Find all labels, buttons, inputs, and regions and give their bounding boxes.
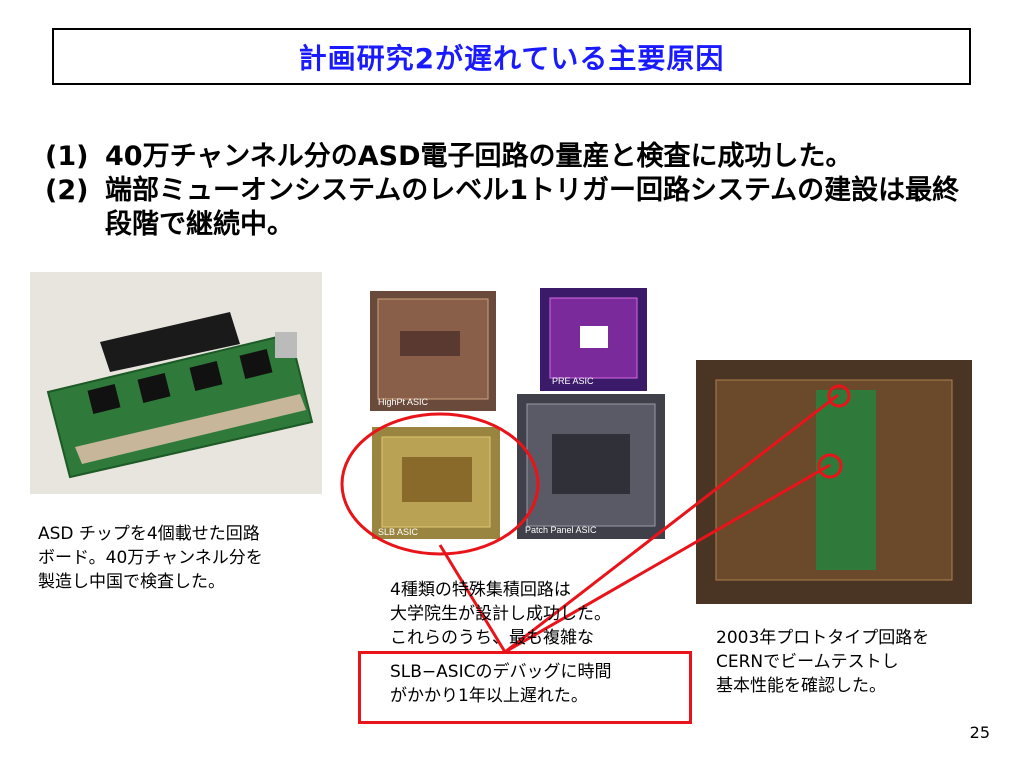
- prototype-photo: [696, 360, 972, 604]
- slb-asic-photo: SLB ASIC: [372, 427, 500, 539]
- slb-highlight-circle: [340, 412, 540, 556]
- proto-arrow-2: [504, 463, 831, 654]
- slb-delay-box: [358, 651, 692, 724]
- chip-label-patch: Patch Panel ASIC: [525, 525, 597, 535]
- bullet-text: 端部ミューオンシステムのレベル1トリガー回路システムの建設は最終段階で継続中。: [105, 175, 960, 240]
- bullet-text: 40万チャンネル分のASD電子回路の量産と検査に成功した。: [105, 141, 853, 172]
- prototype-caption: 2003年プロトタイプ回路を CERNでビームテストし 基本性能を確認した。: [716, 626, 929, 698]
- slb-arrow-down: [438, 544, 507, 653]
- bullet-number: (1): [45, 141, 89, 172]
- caption-line: 2003年プロトタイプ回路を: [716, 628, 930, 648]
- highpt-asic-photo: HighPt ASIC: [370, 291, 496, 411]
- chip-label-pre: PRE ASIC: [552, 376, 594, 386]
- caption-line: 大学院生が設計し成功した。: [390, 604, 611, 624]
- caption-line: SLB−ASICのデバッグに時間: [390, 662, 612, 682]
- board-caption: ASD チップを4個載せた回路 ボード。40万チャンネル分を 製造し中国で検査し…: [38, 522, 263, 594]
- caption-line: ボード。40万チャンネル分を: [38, 548, 263, 568]
- slide-title: 計画研究2が遅れている主要原因: [298, 41, 725, 75]
- caption-line: ASD チップを4個載せた回路: [38, 524, 260, 544]
- chip-label-slb: SLB ASIC: [378, 527, 419, 537]
- bullet-item-2: (2) 端部ミューオンシステムのレベル1トリガー回路システムの建設は最終段階で継…: [45, 174, 985, 242]
- pre-asic-photo: PRE ASIC: [540, 288, 647, 391]
- caption-line: これらのうち、最も複雑な: [390, 628, 594, 648]
- caption-line: 製造し中国で検査した。: [38, 572, 225, 592]
- patch-panel-asic-photo: Patch Panel ASIC: [517, 394, 665, 539]
- page-number: 25: [969, 723, 990, 742]
- slb-caption: SLB−ASICのデバッグに時間 がかかり1年以上遅れた。: [390, 660, 611, 708]
- bullet-number: (2): [45, 175, 89, 206]
- caption-line: 基本性能を確認した。: [716, 676, 886, 696]
- slide-title-box: 計画研究2が遅れている主要原因: [52, 28, 971, 85]
- chip-label-highpt: HighPt ASIC: [378, 397, 429, 407]
- asic-caption: 4種類の特殊集積回路は 大学院生が設計し成功した。 これらのうち、最も複雑な: [390, 578, 611, 650]
- asd-board-photo: [30, 272, 322, 494]
- bullet-item-1: (1) 40万チャンネル分のASD電子回路の量産と検査に成功した。: [45, 140, 985, 174]
- caption-line: CERNでビームテストし: [716, 652, 899, 672]
- caption-line: がかかり1年以上遅れた。: [390, 686, 588, 706]
- bullet-list: (1) 40万チャンネル分のASD電子回路の量産と検査に成功した。 (2) 端部…: [45, 140, 985, 242]
- caption-line: 4種類の特殊集積回路は: [390, 580, 571, 600]
- proto-arrow-1: [504, 393, 839, 654]
